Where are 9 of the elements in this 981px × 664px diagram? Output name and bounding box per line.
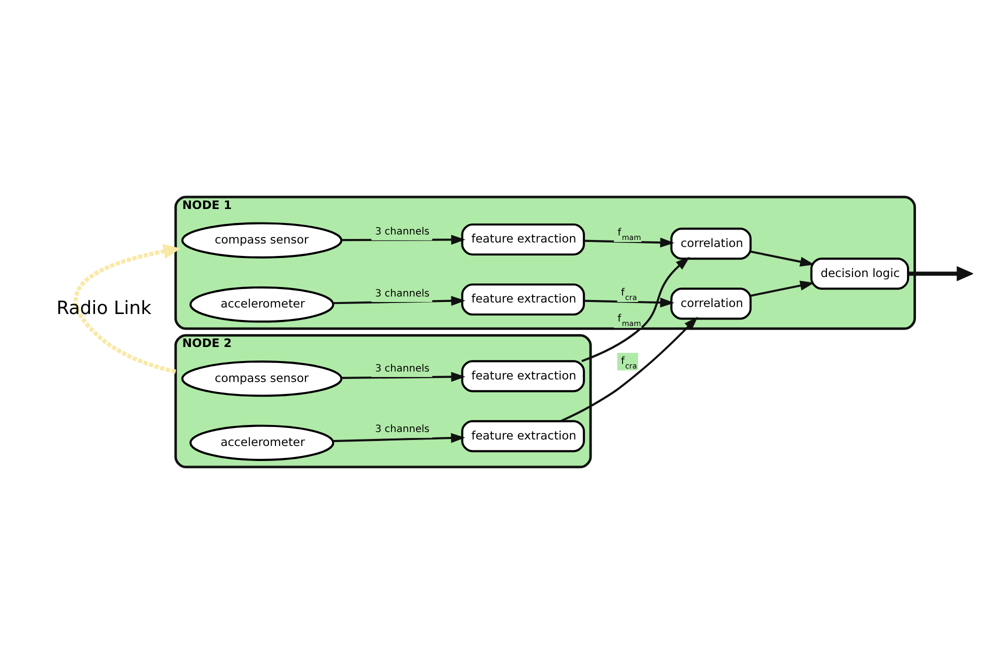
edge-label: 3 channels	[375, 363, 430, 374]
edge-label: 3 channels	[375, 288, 430, 300]
edge-label: f$_{mam}$	[618, 313, 642, 328]
edge-label: f$_{cra}$	[620, 287, 637, 302]
edge-label: 3 channels	[375, 424, 430, 436]
edge-label: Radio Link	[56, 298, 152, 320]
edge-label: f$_{mam}$	[618, 227, 642, 242]
edge-label: f$_{cra}$	[620, 356, 637, 370]
edge-label: 3 channels	[375, 226, 430, 238]
